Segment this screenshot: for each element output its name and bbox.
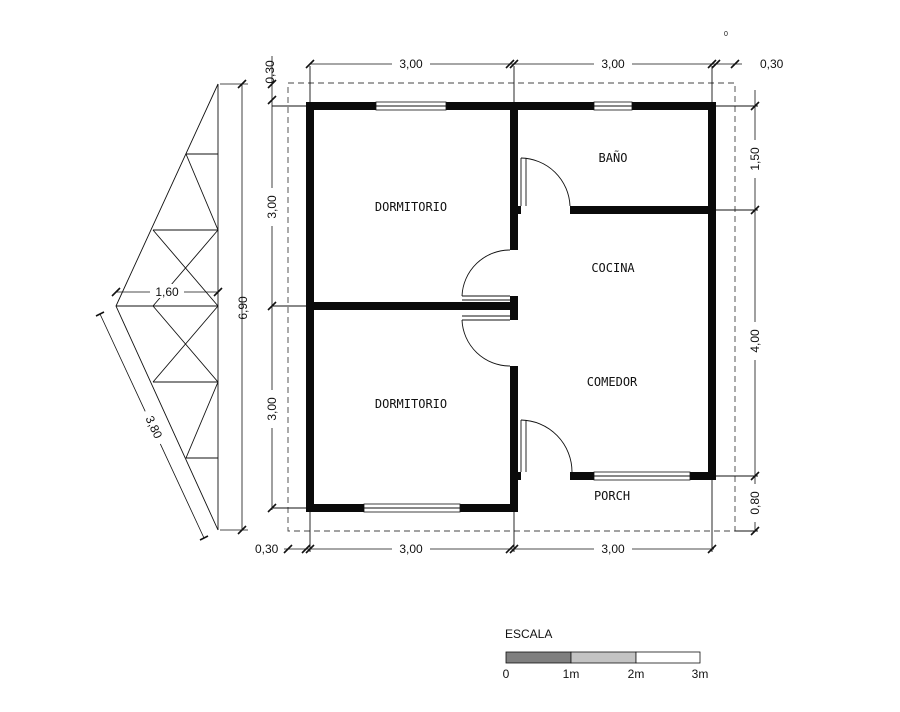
door-dormitorio-top-swing	[461, 249, 511, 297]
scale-segment-2	[570, 651, 637, 664]
room-label-dormitorio-bottom: DORMITORIO	[375, 397, 447, 411]
left-dimension-chain: 0,30 3,00 3,00	[263, 56, 279, 513]
bottom-left-width: 3,00	[399, 542, 423, 556]
right-porch-height: 0,80	[748, 491, 762, 515]
truss-span-label: 1,60	[155, 285, 179, 299]
scale-label-2m: 2m	[628, 667, 645, 681]
doors	[461, 157, 573, 473]
corner-mark: 0	[724, 31, 728, 38]
drawing-sheet	[70, 18, 850, 708]
left-upper-height: 3,00	[265, 195, 279, 219]
top-left-width: 3,00	[399, 57, 423, 71]
room-label-comedor: COMEDOR	[587, 375, 638, 389]
scale-title: ESCALA	[505, 627, 552, 641]
door-bano-swing	[520, 157, 571, 207]
room-label-cocina: COCINA	[591, 261, 635, 275]
room-labels: DORMITORIO BAÑO COCINA COMEDOR DORMITORI…	[375, 150, 638, 503]
top-right-width: 3,00	[601, 57, 625, 71]
windows	[363, 101, 691, 513]
top-right-offset: 0,30	[760, 57, 784, 71]
scale-segment-1	[505, 651, 572, 664]
extension-lines	[272, 66, 758, 552]
room-label-dormitorio-top: DORMITORIO	[375, 200, 447, 214]
bottom-dimension-chain: 0,30 3,00 3,00	[255, 541, 717, 556]
top-dimension-chain: 3,00 3,00 0,30 0	[305, 31, 784, 71]
scale-segment-3	[635, 651, 701, 664]
scale-bar: ESCALA 0 1m 2m 3m	[503, 627, 709, 681]
roof-height-dimension: 6,90	[220, 79, 250, 535]
room-label-bano: BAÑO	[599, 150, 628, 165]
scale-label-1m: 1m	[563, 667, 580, 681]
truss-span-dimension: 1,60	[111, 284, 223, 299]
scale-label-3m: 3m	[692, 667, 709, 681]
left-lower-height: 3,00	[265, 397, 279, 421]
scale-label-0: 0	[503, 667, 510, 681]
door-entry-swing	[520, 419, 573, 473]
roof-height-label: 6,90	[236, 296, 250, 320]
right-dimension-chain: 1,50 4,00 0,80	[748, 90, 762, 536]
door-dormitorio-bottom-swing	[461, 319, 511, 367]
top-left-offset: 0,30	[263, 60, 277, 84]
room-label-porch: PORCH	[594, 489, 630, 503]
roof-outline	[287, 82, 736, 532]
roof-truss-section	[115, 83, 219, 531]
right-main-height: 4,00	[748, 329, 762, 353]
right-bano-height: 1,50	[748, 147, 762, 171]
bottom-right-width: 3,00	[601, 542, 625, 556]
bottom-left-offset: 0,30	[255, 542, 279, 556]
